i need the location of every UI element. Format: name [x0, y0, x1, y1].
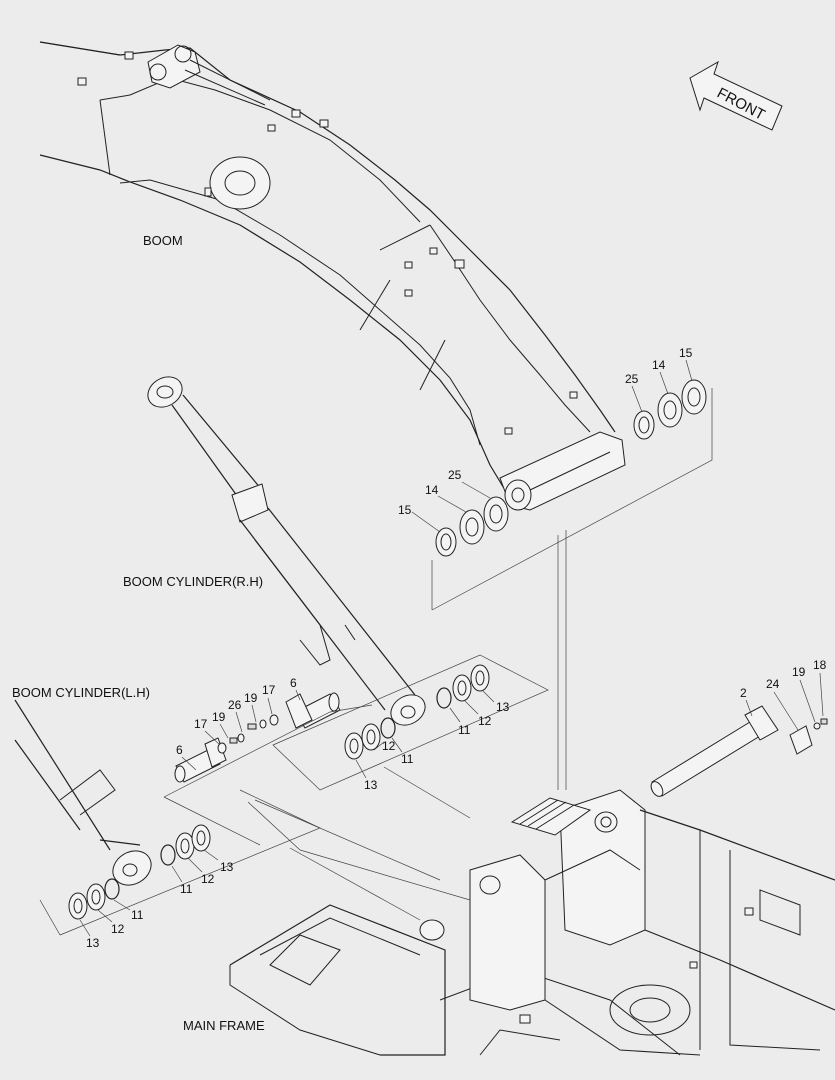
- boom-cylinder-lh: [14, 699, 152, 886]
- callout-12: 12: [111, 922, 125, 936]
- callout-24: 24: [766, 677, 780, 691]
- ring-stack-rh-bottom: [344, 717, 396, 760]
- boom-cylinder-lh-label: BOOM CYLINDER(L.H): [12, 685, 150, 700]
- callout-numbers: 25 14 15 15 14 25 6 6 17 19 26 19 17 11 …: [79, 346, 827, 950]
- callout-13: 13: [220, 860, 234, 874]
- main-frame: [229, 789, 835, 1056]
- callout-18: 18: [813, 658, 827, 672]
- callout-11: 11: [180, 882, 193, 896]
- callout-25: 25: [625, 372, 639, 386]
- shim-stack-mid: [435, 496, 509, 557]
- callout-26: 26: [228, 698, 242, 712]
- callout-6: 6: [290, 676, 297, 690]
- callout-15: 15: [679, 346, 693, 360]
- callout-19: 19: [244, 691, 258, 705]
- callout-11: 11: [458, 723, 471, 737]
- boom: [39, 41, 626, 511]
- callout-14: 14: [425, 483, 439, 497]
- callout-17: 17: [194, 717, 208, 731]
- bolt-set-upper: [217, 714, 279, 754]
- callout-14: 14: [652, 358, 666, 372]
- callout-13: 13: [364, 778, 378, 792]
- ring-stack-lh-bottom: [68, 878, 120, 920]
- callout-19: 19: [212, 710, 226, 724]
- callout-6: 6: [176, 743, 183, 757]
- callout-17: 17: [262, 683, 276, 697]
- bracket-lines: [39, 388, 713, 936]
- lock-plate-24: [789, 725, 813, 755]
- callout-12: 12: [201, 872, 215, 886]
- ring-stack-lh-top: [160, 824, 211, 866]
- callout-11: 11: [401, 752, 414, 766]
- bolt-18-19: [813, 718, 828, 730]
- main-frame-label: MAIN FRAME: [183, 1018, 265, 1033]
- callout-13: 13: [496, 700, 510, 714]
- callout-19: 19: [792, 665, 806, 679]
- boom-label: BOOM: [143, 233, 183, 248]
- callout-13: 13: [86, 936, 100, 950]
- callout-11: 11: [131, 908, 144, 922]
- front-arrow-icon: FRONT: [689, 60, 783, 131]
- boom-cylinder-rh-label: BOOM CYLINDER(R.H): [123, 574, 263, 589]
- callout-25: 25: [448, 468, 462, 482]
- boom-cylinder-rh: [147, 376, 426, 726]
- callout-12: 12: [478, 714, 492, 728]
- shim-stack-top-right: [633, 379, 707, 440]
- callout-15: 15: [398, 503, 412, 517]
- callout-2: 2: [740, 686, 747, 700]
- pin-6-lower: [174, 737, 227, 783]
- callout-12: 12: [382, 739, 396, 753]
- ring-stack-rh-top: [436, 664, 490, 709]
- pin-6-upper: [285, 692, 341, 729]
- pin-2: [650, 705, 779, 797]
